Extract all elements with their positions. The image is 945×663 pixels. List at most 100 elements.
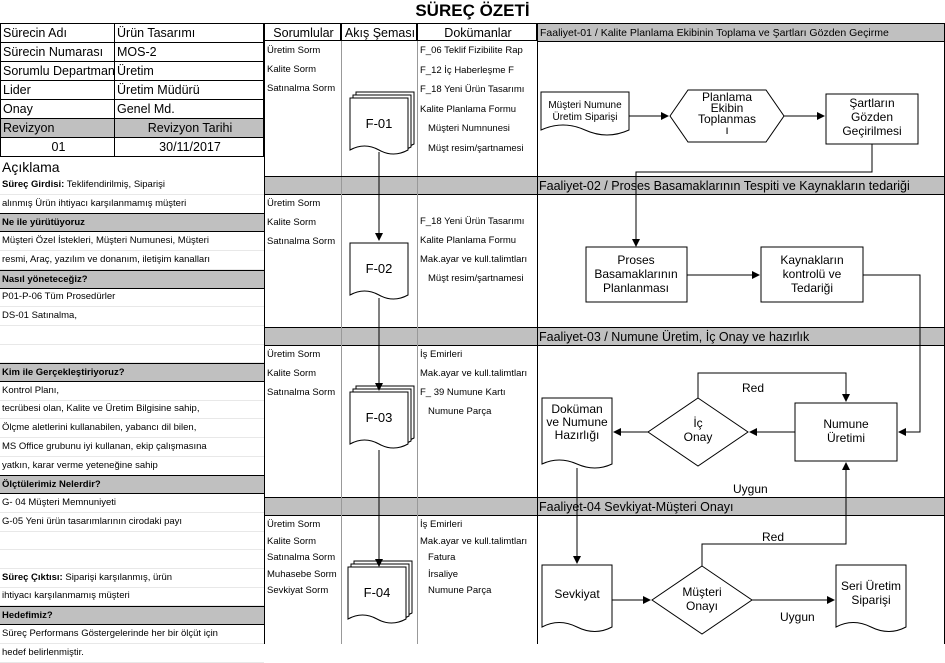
- left-row: [0, 550, 264, 569]
- responsible-item: Üretim Sorm: [267, 45, 321, 56]
- document-item: Müşt resim/şartnamesi: [428, 273, 524, 284]
- responsible-item: Kalite Sorm: [267, 368, 317, 379]
- a2-left-box: [585, 246, 688, 303]
- form-code: F-01: [366, 116, 393, 131]
- document-item: F_06 Teklif Fizibilite Rap: [420, 45, 523, 56]
- header-dokumanlar: Dokümanlar: [417, 23, 537, 41]
- left-row: ihtiyacı karşılanmamış müşteri: [0, 587, 264, 606]
- document-item: Mak.ayar ve kull.talimtları: [420, 254, 528, 265]
- left-row: hedef belirlenmiştir.: [0, 644, 264, 663]
- responsible-item: Satınalma Sorm: [267, 552, 336, 563]
- a4-red-label: Red: [762, 530, 784, 544]
- responsible-item: Üretim Sorm: [267, 349, 321, 360]
- left-row: Süreç Girdisi: Teklifendirilmiş, Sipariş…: [0, 176, 264, 195]
- document-item: F_18 Yeni Ürün Tasarımı: [420, 216, 525, 227]
- a3-prod-box: [794, 402, 898, 462]
- responsible-item: Kalite Sorm: [267, 64, 317, 75]
- page-title: SÜREÇ ÖZETİ: [415, 1, 530, 20]
- responsible-item: Üretim Sorm: [267, 198, 321, 209]
- form-document-icon: F-01: [349, 91, 415, 155]
- left-row: [0, 344, 264, 363]
- responsible-item: Satınalma Sorm: [267, 236, 336, 247]
- left-section-heading: Kim ile Gerçekleştiriyoruz?: [0, 363, 264, 382]
- left-section-heading: Hedefimiz?: [0, 606, 264, 625]
- responsible-item: Satınalma Sorm: [267, 83, 336, 94]
- a4-ok-label: Uygun: [780, 610, 815, 624]
- document-item: F_ 39 Numune Kartı: [420, 387, 506, 398]
- document-item: Müşt resim/şartnamesi: [428, 143, 524, 154]
- document-item: F_18 Yeni Ürün Tasarımı: [420, 84, 525, 95]
- form-document-icon: F-03: [349, 385, 415, 449]
- form-document-icon: F-02: [349, 242, 409, 300]
- left-row: Müşteri Özel İstekleri, Müşteri Numunesi…: [0, 232, 264, 251]
- activity-4-title: Faaliyet-04 Sevkiyat-Müşteri Onayı: [264, 497, 945, 516]
- left-row-label: Süreç Çıktısı:: [2, 572, 63, 583]
- a3-doc-shape: [541, 397, 613, 469]
- header-akis-semasi: Akış Şeması: [341, 23, 417, 41]
- a4-decision-diamond: [651, 565, 753, 635]
- document-item: İş Emirleri: [420, 519, 463, 530]
- left-row-text: Siparişi karşılanmış, ürün: [65, 572, 173, 583]
- revision-label: Revizyon: [0, 118, 115, 138]
- document-item: Müşteri Numnunesi: [428, 123, 510, 134]
- document-item: Kalite Planlama Formu: [420, 104, 517, 115]
- a1-output-box: [825, 93, 919, 145]
- left-row: resmi, Araç, yazılım ve donanım, iletişi…: [0, 251, 264, 270]
- document-item: F_12 İç Haberleşme F: [420, 65, 514, 76]
- left-section-heading: Nasıl yöneteceğiz?: [0, 270, 264, 289]
- responsible-item: Üretim Sorm: [267, 519, 321, 530]
- revision-date-value: 30/11/2017: [114, 137, 264, 157]
- document-item: İrsaliye: [428, 569, 459, 580]
- left-row: [0, 326, 264, 345]
- left-row: Süreç Çıktısı: Siparişi karşılanmış, ürü…: [0, 569, 264, 588]
- left-section-heading: Ne ile yürütüyoruz: [0, 213, 264, 232]
- a4-out-shape: [835, 564, 907, 632]
- form-code: F-03: [366, 410, 393, 425]
- activity-1-title: Faaliyet-01 / Kalite Planlama Ekibinin T…: [537, 23, 945, 42]
- left-row: MS Office grubunu iyi kullanan, ekip çal…: [0, 438, 264, 457]
- document-item: Numune Parça: [428, 406, 492, 417]
- left-row: G-05 Yeni ürün tasarımlarının cirodaki p…: [0, 513, 264, 532]
- left-row-text: Teklifendirilmiş, Siparişi: [66, 179, 165, 190]
- left-row: Kontrol Planı,: [0, 382, 264, 401]
- document-item: İş Emirleri: [420, 349, 463, 360]
- responsible-item: Muhasebe Sorm: [267, 569, 337, 580]
- form-code: F-02: [366, 261, 393, 276]
- activity-3-title: Faaliyet-03 / Numune Üretim, İç Onay ve …: [264, 327, 945, 346]
- aciklama-label: Açıklama: [2, 159, 60, 175]
- left-row: [0, 531, 264, 550]
- left-row: Ölçme aletlerini kullanabilen, yabancı d…: [0, 419, 264, 438]
- left-section-heading: Ölçtülerimiz Nelerdir?: [0, 475, 264, 494]
- responsible-item: Kalite Sorm: [267, 217, 317, 228]
- left-row-label: Süreç Girdisi:: [2, 179, 65, 190]
- a2-right-box: [760, 246, 864, 303]
- a3-decision-diamond: [647, 397, 749, 467]
- responsible-item: Sevkiyat Sorm: [267, 585, 329, 596]
- form-document-icon: F-04: [347, 560, 413, 624]
- left-row: tecrübesi olan, Kalite ve Üretim Bilgisi…: [0, 400, 264, 419]
- responsible-item: Satınalma Sorm: [267, 387, 336, 398]
- document-item: Fatura: [428, 552, 456, 563]
- responsible-item: Kalite Sorm: [267, 536, 317, 547]
- input-document-shape: [540, 91, 630, 136]
- a4-ship-text: Sevkiyat: [554, 587, 600, 601]
- a3-ok-label: Uygun: [733, 482, 768, 496]
- a3-red-label: Red: [742, 381, 764, 395]
- form-code: F-04: [364, 585, 391, 600]
- document-item: Numune Parça: [428, 585, 492, 596]
